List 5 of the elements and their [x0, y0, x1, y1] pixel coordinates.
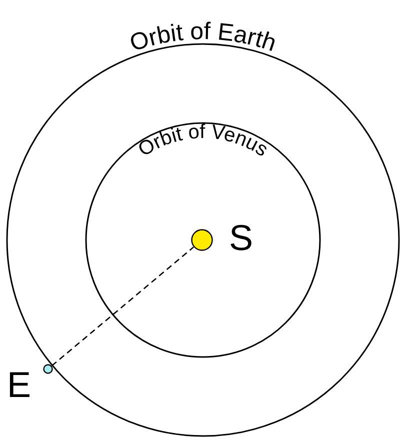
orbit-label: Orbit of Earth: [126, 18, 280, 58]
planet-letter: E: [7, 367, 32, 403]
orbit-label: Orbit of Venus: [134, 120, 272, 162]
planet-letter: S: [229, 220, 254, 256]
sight-line: [51, 246, 194, 366]
